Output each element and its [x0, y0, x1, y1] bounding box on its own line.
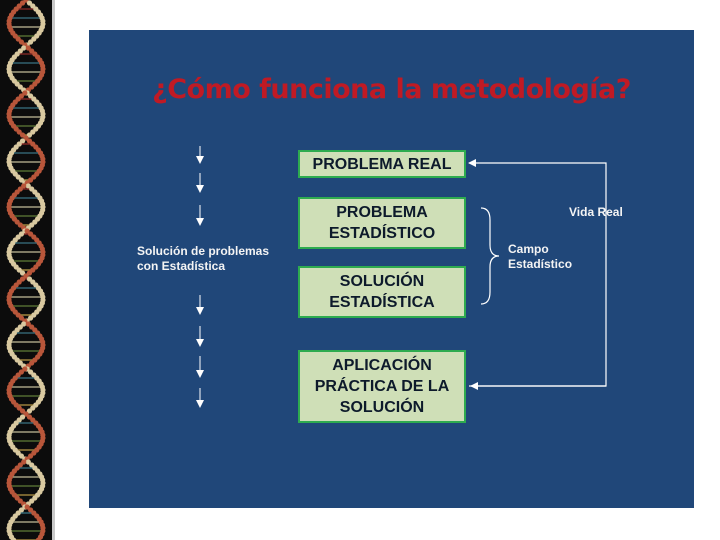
curly-brace [480, 207, 500, 305]
slide-title: ¿Cómo funciona la metodología? [152, 74, 631, 105]
label-campo-estadistico: Campo Estadístico [508, 242, 573, 271]
box-problema-estadistico: PROBLEMA ESTADÍSTICO [298, 197, 466, 249]
slide-panel: ¿Cómo funciona la metodología? PROBLEMA … [89, 30, 694, 508]
side-divider [52, 0, 55, 540]
label-vida-real: Vida Real [569, 205, 623, 219]
diagram-connectors [196, 146, 607, 408]
box-aplicacion-practica: APLICACIÓN PRÁCTICA DE LA SOLUCIÓN [298, 350, 466, 423]
label-solucion-problemas: Solución de problemas con Estadística [137, 244, 270, 273]
dna-helix-decoration [0, 0, 52, 540]
box-problema-real: PROBLEMA REAL [298, 150, 466, 178]
box-solucion-estadistica: SOLUCIÓN ESTADÍSTICA [298, 266, 466, 318]
